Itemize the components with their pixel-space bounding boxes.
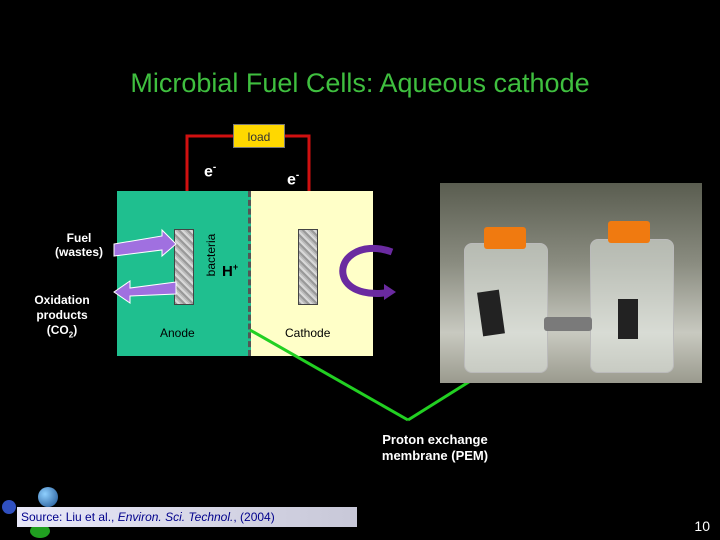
oxidation-arrow (113, 280, 177, 304)
globe-logo-icon (38, 487, 58, 507)
cathode-electrode (298, 229, 318, 305)
proton-label: H+ (222, 262, 239, 280)
cathode-curve-arrow (339, 244, 394, 297)
fuel-arrow (113, 228, 177, 258)
fuel-label: Fuel (wastes) (54, 231, 104, 259)
cathode-label: Cathode (285, 326, 331, 340)
cap-left (484, 227, 526, 249)
electron-label-left: e- (204, 162, 217, 181)
pem-pointer-left (249, 328, 409, 422)
load-box: load (233, 124, 285, 148)
cathode-curve-arrowhead (384, 284, 396, 300)
logo-icon (2, 500, 16, 514)
membrane-line (248, 191, 251, 356)
cap-right (608, 221, 650, 243)
anode-electrode (174, 229, 194, 305)
oxidation-label: Oxidation products (CO2) (34, 293, 90, 340)
tube-left (458, 219, 480, 229)
page-number: 10 (694, 518, 710, 534)
o2-label: O2 (398, 246, 412, 263)
connector-tube (544, 317, 592, 331)
electrode-right (618, 299, 638, 339)
slide-title: Microbial Fuel Cells: Aqueous cathode (130, 68, 590, 98)
h2o-label: H2O (398, 289, 421, 306)
source-citation: Source: Liu et al., Environ. Sci. Techno… (17, 507, 357, 527)
anode-label: Anode (160, 326, 195, 340)
pem-label: Proton exchange membrane (PEM) (381, 432, 489, 463)
bottle-left (464, 243, 548, 373)
logo-green-icon (30, 524, 50, 538)
electron-label-right: e- (287, 170, 300, 189)
apparatus-photo (440, 183, 702, 383)
